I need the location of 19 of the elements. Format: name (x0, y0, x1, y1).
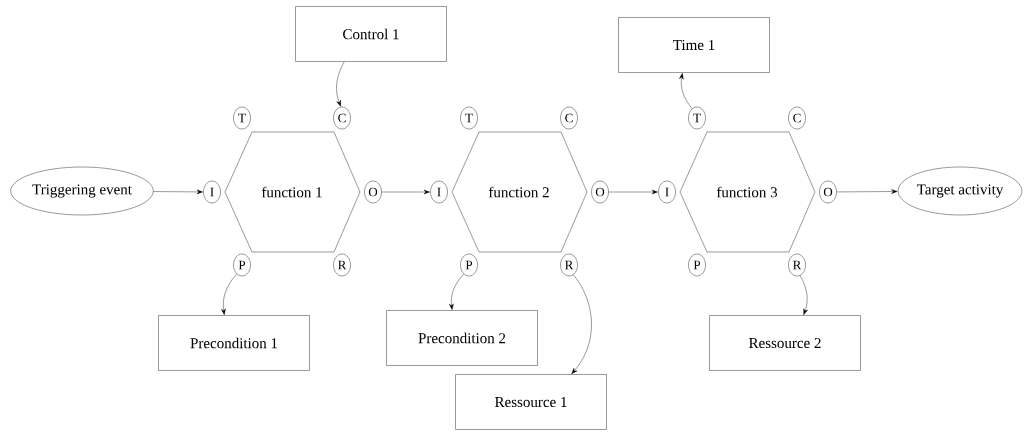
process-box: Precondition 1 (158, 315, 310, 371)
function-hexagon: function 3 (679, 131, 816, 253)
process-box: Time 1 (618, 17, 770, 73)
function-hexagon: function 1 (224, 131, 361, 253)
process-box: Ressource 1 (455, 374, 607, 430)
arrow (799, 275, 808, 315)
arrow (221, 273, 237, 315)
arrow (336, 61, 345, 107)
function-hexagon: function 2 (451, 131, 588, 253)
arrow (836, 189, 898, 194)
process-box: Precondition 2 (386, 310, 538, 366)
arrow (381, 189, 430, 195)
arrow (571, 274, 592, 375)
process-box: Control 1 (295, 6, 447, 62)
arrow (679, 73, 693, 109)
arrow (449, 273, 464, 310)
process-box: Ressource 2 (709, 315, 861, 371)
arrow (608, 189, 658, 195)
arrow (153, 189, 203, 195)
